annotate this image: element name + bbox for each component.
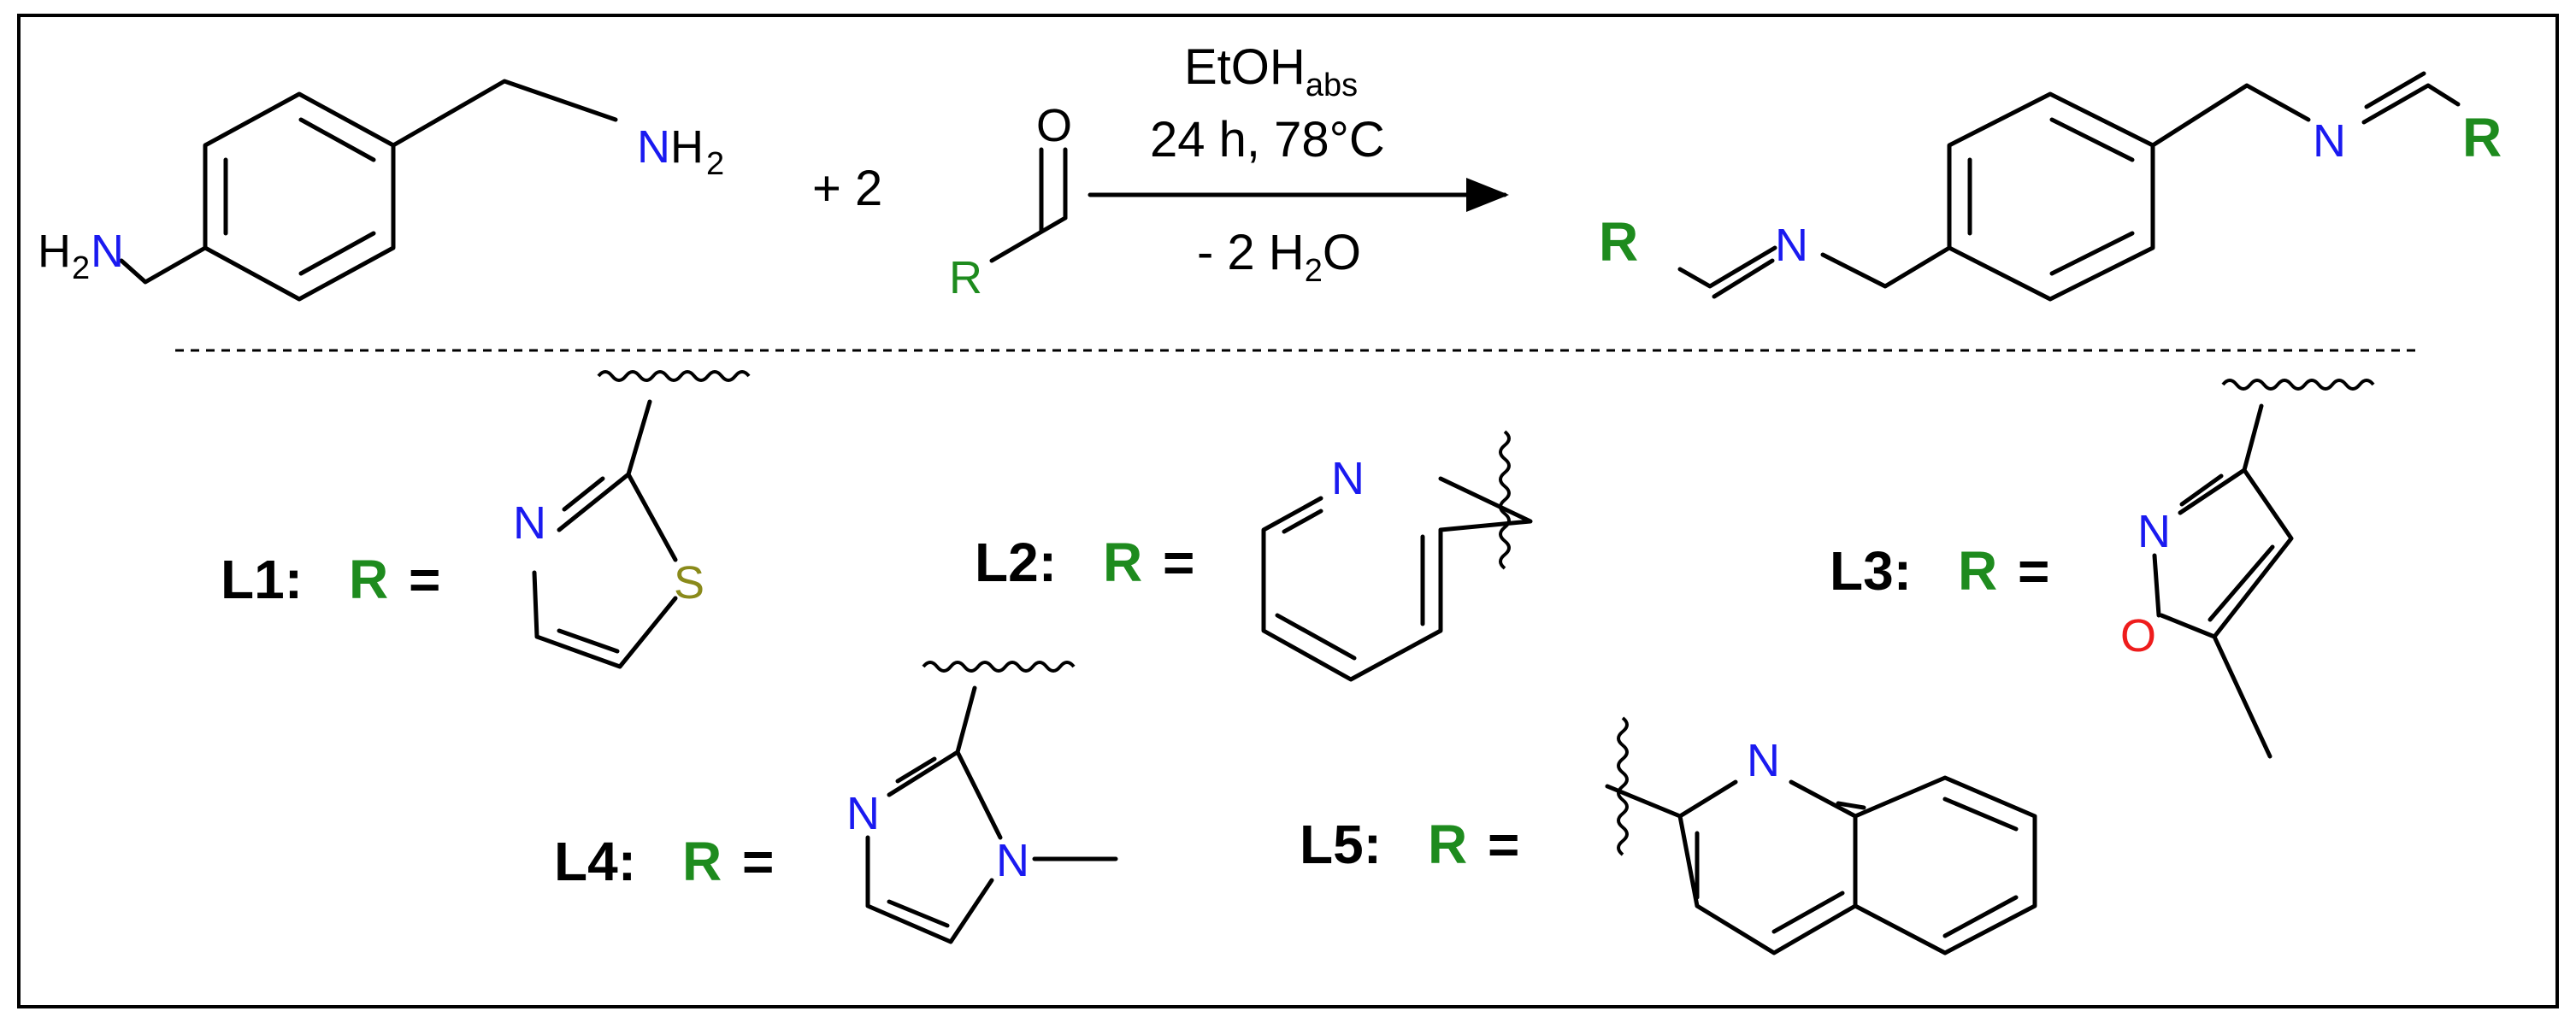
l5-label: L5:: [1300, 814, 1382, 875]
amine-h-left-sub: 2: [72, 250, 90, 286]
l5-n: N: [1747, 735, 1780, 786]
amine-h-left: H: [38, 226, 71, 277]
l2-ring: [1261, 476, 1533, 682]
aldehyde-c-r: [989, 215, 1068, 263]
product-n-left: N: [1775, 220, 1808, 271]
aldehyde-r: R: [949, 252, 982, 303]
product-r-left: R: [1599, 211, 1638, 273]
l3-attachment-wavy: [2221, 379, 2375, 391]
product-ring-inner-bonds: [1967, 117, 2135, 276]
l5-rings: [1605, 775, 2037, 955]
amine-n-right: N: [637, 121, 670, 173]
l4-ring-double: [887, 756, 950, 928]
l5-ring-double: [1695, 797, 2019, 938]
l1-attachment-wavy: [597, 370, 751, 382]
l2-r: R: [1103, 532, 1142, 593]
l1-label: L1:: [221, 549, 303, 610]
amine-h-right-sub: 2: [706, 146, 724, 182]
l3-r: R: [1958, 540, 1997, 602]
bis-imine-product: N R N R: [1599, 71, 2502, 302]
reaction-arrow-group: EtOHabs 24 h, 78°C - 2 H2O: [1088, 39, 1509, 289]
l2-equals: =: [1163, 532, 1194, 593]
l5-equals: =: [1488, 814, 1519, 875]
plus-two: + 2: [812, 161, 882, 216]
product-r-right: R: [2462, 107, 2502, 168]
l4-n2: N: [996, 835, 1029, 886]
ligand-l4: L4: R = N N: [554, 661, 1118, 944]
l4-r: R: [682, 831, 722, 892]
ligand-l2: L2: R = N: [975, 430, 1533, 682]
l1-ring-double: [557, 476, 620, 654]
l4-equals: =: [742, 831, 774, 892]
l3-ring-double: [2179, 473, 2275, 622]
outer-frame: [17, 14, 2559, 1008]
l3-label: L3:: [1830, 540, 1912, 602]
aldehyde-reactant: O R: [949, 100, 1072, 303]
l5-r: R: [1428, 814, 1467, 875]
l3-n: N: [2137, 506, 2171, 557]
l5-attachment-wavy: [1617, 716, 1629, 856]
ligand-l1: L1: R = N S: [221, 370, 751, 669]
ligand-l3: L3: R = N O: [1830, 379, 2375, 759]
solvent: EtOHabs: [1184, 39, 1358, 103]
l3-o: O: [2120, 610, 2156, 661]
l1-equals: =: [409, 549, 440, 610]
water-byproduct: - 2 H2O: [1197, 225, 1361, 289]
time-temperature: 24 h, 78°C: [1150, 112, 1385, 168]
diamine-ch2-right: [391, 79, 618, 148]
amine-h-right: H: [670, 121, 704, 173]
diamine-ch2-left: [119, 245, 208, 285]
l1-ring: [532, 399, 678, 669]
aldehyde-co-double: [1039, 147, 1068, 233]
product-left-chain: [1820, 245, 1952, 289]
l3-equals: =: [2018, 540, 2049, 602]
l4-label: L4:: [554, 831, 636, 892]
l2-label: L2:: [975, 532, 1057, 593]
l2-ring-double: [1275, 509, 1425, 661]
l1-s: S: [674, 557, 704, 609]
product-right-imine: [2361, 71, 2461, 125]
l1-r: R: [349, 549, 388, 610]
l1-n: N: [513, 497, 546, 549]
diamine-reactant: N H 2 H 2 N: [38, 79, 724, 302]
l2-attachment-wavy: [1499, 430, 1511, 570]
product-n-right: N: [2313, 115, 2346, 167]
aldehyde-o: O: [1036, 100, 1072, 151]
l3-ring: [2152, 403, 2294, 759]
product-right-chain: [2150, 83, 2311, 148]
product-left-imine: [1677, 245, 1777, 299]
ligand-l5: L5: R = N: [1300, 716, 2037, 955]
diamine-ring-inner-bonds: [223, 117, 376, 276]
l4-attachment-wavy: [922, 661, 1076, 673]
l4-n1: N: [846, 788, 880, 839]
l4-ring: [865, 685, 1118, 944]
amine-n-left: N: [91, 226, 124, 277]
l2-n: N: [1331, 453, 1365, 504]
